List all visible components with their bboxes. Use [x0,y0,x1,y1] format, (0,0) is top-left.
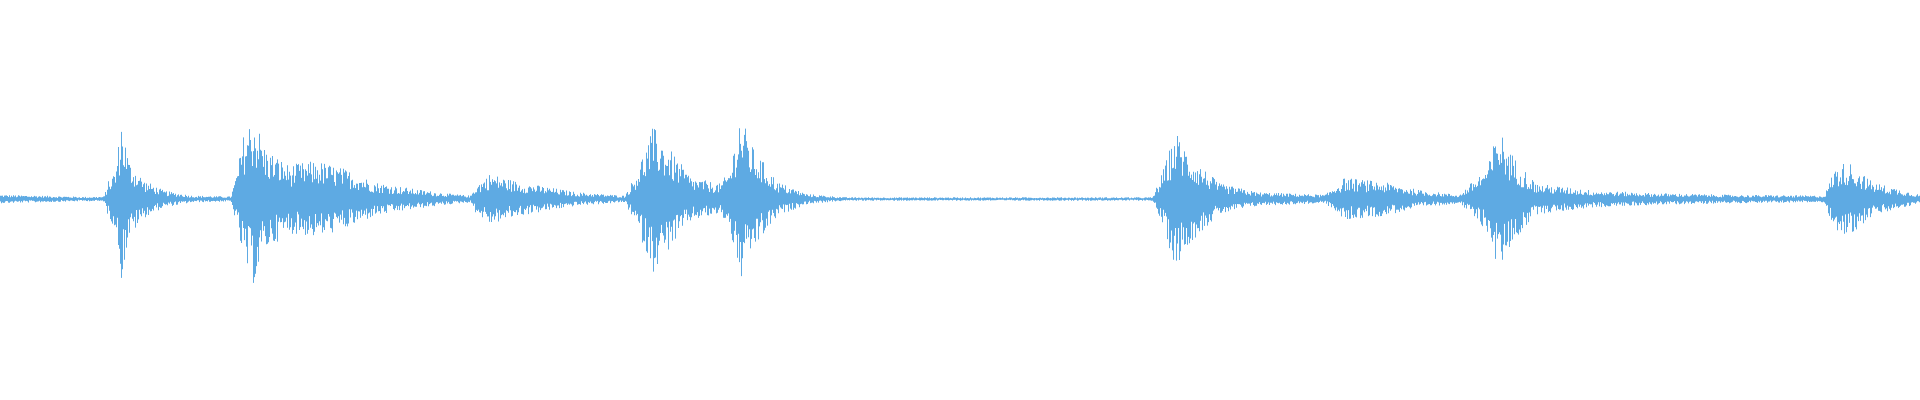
waveform-samples [0,128,1920,283]
waveform-sample-lines [0,128,1920,283]
